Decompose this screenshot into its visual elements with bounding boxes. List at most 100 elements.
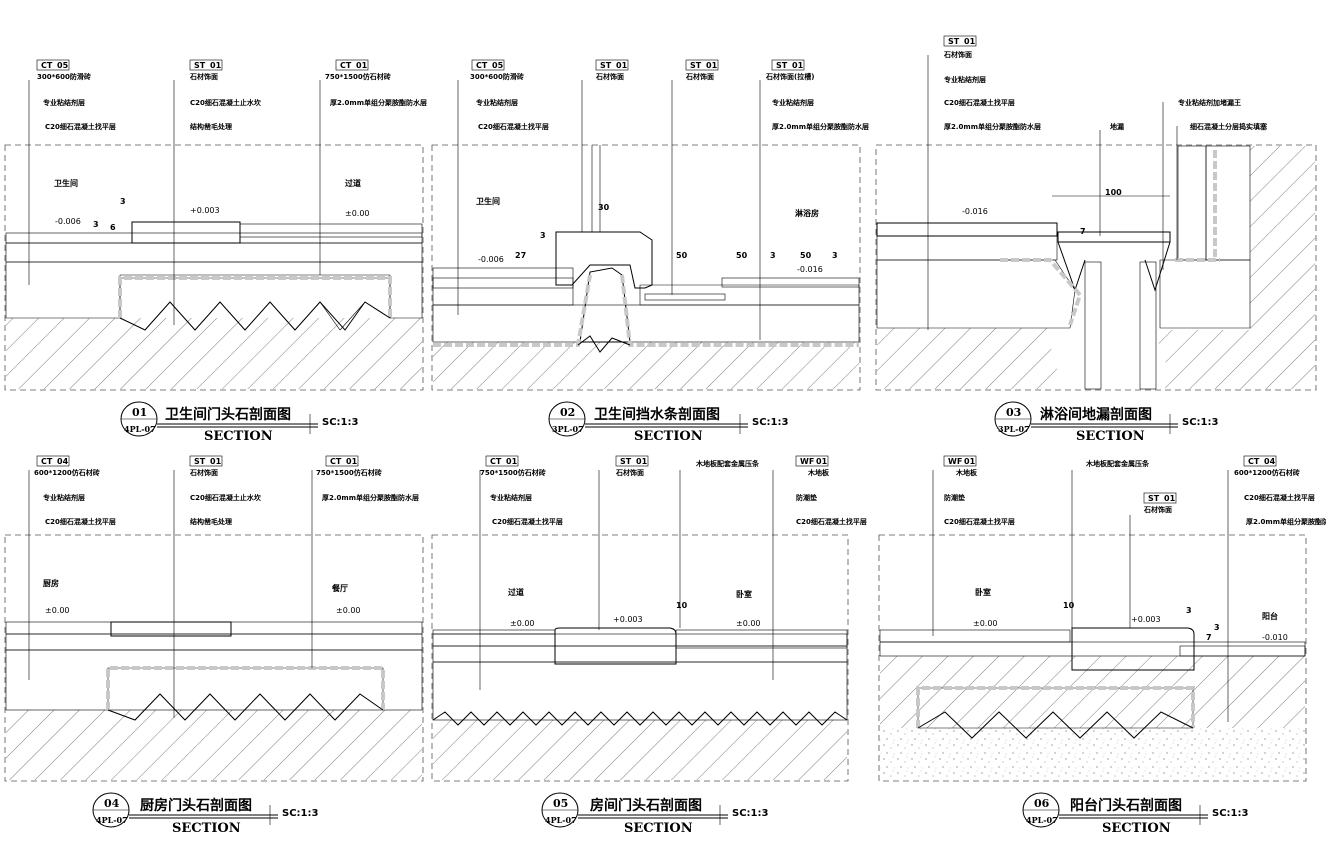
svg-text:地漏: 地漏	[1110, 122, 1124, 131]
svg-text:CT: CT	[41, 61, 53, 70]
svg-text:01: 01	[210, 457, 222, 466]
svg-text:04: 04	[104, 797, 120, 810]
svg-text:房间门头石剖面图: 房间门头石剖面图	[590, 797, 702, 814]
svg-text:厨房门头石剖面图: 厨房门头石剖面图	[140, 797, 252, 814]
svg-text:WF: WF	[800, 457, 814, 466]
svg-text:专业粘结剂加堵漏王: 专业粘结剂加堵漏王	[1178, 98, 1241, 107]
drawing-01-callouts: CT 05 300*600防滑砖 专业粘结剂层 C20细石混凝土找平层 ST 0…	[36, 59, 427, 131]
room-label: 阳台	[1262, 611, 1278, 621]
svg-text:CT: CT	[41, 457, 53, 466]
drawing-02-frame	[431, 144, 861, 391]
svg-text:04: 04	[1264, 457, 1276, 466]
svg-text:ST: ST	[948, 37, 960, 46]
svg-text:3PL-07: 3PL-07	[552, 424, 584, 434]
room-label: 卫生间	[54, 178, 78, 188]
svg-text:ST: ST	[1148, 494, 1160, 503]
svg-text:石材饰面: 石材饰面	[189, 72, 218, 81]
svg-text:SECTION: SECTION	[204, 429, 273, 444]
svg-text:750*1500仿石材砖: 750*1500仿石材砖	[316, 468, 382, 477]
svg-text:05: 05	[57, 61, 69, 70]
svg-text:4PL-07: 4PL-07	[545, 815, 577, 825]
drawing-05-callouts: CT 01 750*1500仿石材砖 专业粘结剂层 C20细石混凝土找平层 ST…	[480, 455, 867, 526]
svg-text:CT: CT	[340, 61, 352, 70]
svg-text:ST: ST	[194, 457, 206, 466]
svg-text:卫生间挡水条剖面图: 卫生间挡水条剖面图	[594, 406, 720, 423]
dimension-label: 3	[540, 231, 546, 240]
drawing-04-callouts: CT 04 600*1200仿石材砖 专业粘结剂层 C20细石混凝土找平层 ST…	[34, 455, 419, 526]
svg-text:05: 05	[492, 61, 504, 70]
svg-text:C20细石混凝土找平层: C20细石混凝土找平层	[478, 122, 549, 131]
svg-text:专业粘结剂层: 专业粘结剂层	[490, 493, 532, 502]
svg-text:SC:1:3: SC:1:3	[732, 808, 768, 819]
svg-text:ST: ST	[690, 61, 702, 70]
room-label: 过道	[508, 587, 524, 597]
svg-text:300*600防滑砖: 300*600防滑砖	[470, 72, 524, 81]
svg-text:专业粘结剂层: 专业粘结剂层	[476, 98, 518, 107]
level-mark: +0.003	[613, 615, 643, 624]
dimension-label: 3	[93, 220, 99, 229]
svg-text:C20细石混凝土找平层: C20细石混凝土找平层	[944, 98, 1015, 107]
svg-text:ST: ST	[776, 61, 788, 70]
dimension-label: 3	[1214, 623, 1220, 632]
dimension-label: 7	[1080, 227, 1086, 236]
svg-text:C20细石混凝土找平层: C20细石混凝土找平层	[1244, 493, 1315, 502]
svg-text:CT: CT	[476, 61, 488, 70]
dimension-label: 50	[676, 251, 688, 260]
dimension-label: 3	[1186, 606, 1192, 615]
svg-text:01: 01	[706, 61, 718, 70]
svg-text:SECTION: SECTION	[1076, 429, 1145, 444]
svg-text:C20细石混凝土找平层: C20细石混凝土找平层	[492, 517, 563, 526]
drawing-05-frame	[431, 534, 849, 782]
svg-text:01: 01	[636, 457, 648, 466]
room-label: 厨房	[43, 578, 59, 588]
svg-text:厚2.0mm单组分聚胺酯防水层: 厚2.0mm单组分聚胺酯防水层	[1246, 517, 1326, 526]
svg-text:C20细石混凝土止水坎: C20细石混凝土止水坎	[190, 98, 262, 107]
svg-text:卫生间门头石剖面图: 卫生间门头石剖面图	[165, 406, 291, 423]
svg-text:01: 01	[964, 37, 976, 46]
svg-text:300*600防滑砖: 300*600防滑砖	[37, 72, 91, 81]
svg-text:02: 02	[560, 406, 575, 419]
svg-text:04: 04	[57, 457, 69, 466]
level-mark: +0.003	[190, 206, 220, 215]
svg-text:C20细石混凝土找平层: C20细石混凝土找平层	[944, 517, 1015, 526]
svg-text:石材饰面: 石材饰面	[1143, 505, 1172, 514]
drawing-01: 卫生间 过道 -0.006 +0.003 ±0.00 3 3 6 CT 05 3…	[4, 59, 427, 444]
drawing-05: 过道 卧室 ±0.00 +0.003 ±0.00 10 CT 01 750*15…	[431, 455, 867, 836]
svg-text:4PL-07: 4PL-07	[96, 815, 128, 825]
level-mark: -0.006	[55, 217, 81, 226]
svg-text:专业粘结剂层: 专业粘结剂层	[43, 493, 85, 502]
drawing-03-frame	[875, 144, 1317, 391]
svg-text:厚2.0mm单组分聚胺酯防水层: 厚2.0mm单组分聚胺酯防水层	[944, 122, 1041, 131]
svg-text:C20细石混凝土找平层: C20细石混凝土找平层	[45, 122, 116, 131]
svg-text:SECTION: SECTION	[634, 429, 703, 444]
svg-text:木地板配套金属压条: 木地板配套金属压条	[695, 459, 760, 468]
dimension-label: 100	[1105, 188, 1122, 197]
svg-text:06: 06	[1034, 797, 1050, 810]
svg-text:01: 01	[964, 457, 976, 466]
svg-text:厚2.0mm单组分聚胺酯防水层: 厚2.0mm单组分聚胺酯防水层	[330, 98, 427, 107]
svg-text:01: 01	[356, 61, 368, 70]
svg-text:淋浴间地漏剖面图: 淋浴间地漏剖面图	[1040, 406, 1152, 423]
drawing-03-callouts: ST 01 石材饰面 专业粘结剂层 C20细石混凝土找平层 厚2.0mm单组分聚…	[943, 35, 1268, 131]
svg-text:01: 01	[1164, 494, 1176, 503]
svg-text:3PL-07: 3PL-07	[998, 424, 1030, 434]
svg-text:木地板配套金属压条: 木地板配套金属压条	[1085, 459, 1150, 468]
dimension-label: 50	[800, 251, 812, 260]
svg-text:CT: CT	[1248, 457, 1260, 466]
svg-text:750*1500仿石材砖: 750*1500仿石材砖	[480, 468, 546, 477]
dimension-label: 10	[1063, 601, 1075, 610]
svg-text:03: 03	[1006, 406, 1021, 419]
svg-text:厚2.0mm单组分聚胺酯防水层: 厚2.0mm单组分聚胺酯防水层	[322, 493, 419, 502]
svg-text:01: 01	[792, 61, 804, 70]
drawing-02: 卫生间 淋浴房 -0.006 -0.016 30 27 3 50 50 3 50…	[431, 59, 869, 444]
svg-text:石材饰面: 石材饰面	[943, 50, 972, 59]
room-label: 淋浴房	[795, 208, 819, 218]
svg-text:01: 01	[816, 457, 828, 466]
svg-text:SC:1:3: SC:1:3	[282, 808, 318, 819]
room-label: 卧室	[975, 587, 991, 597]
svg-text:SC:1:3: SC:1:3	[752, 417, 788, 428]
level-mark: ±0.00	[973, 619, 998, 628]
dimension-label: 50	[736, 251, 748, 260]
svg-text:01: 01	[132, 406, 147, 419]
